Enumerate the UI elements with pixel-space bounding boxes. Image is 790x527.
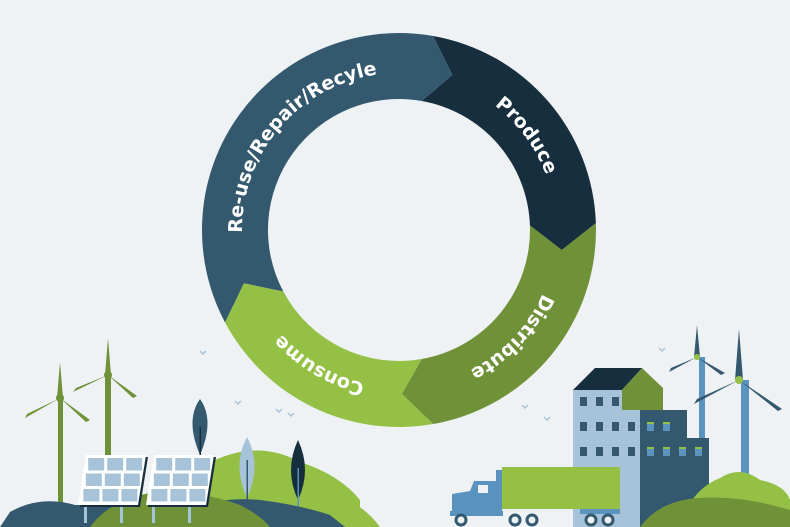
tree-light-blue [239,437,255,505]
cycle-segment-distribute [401,223,597,425]
cycle-segment-produce [421,35,596,250]
right-wind-turbine-2 [694,329,782,475]
tree-dark-blue [192,399,208,467]
delivery-truck [450,467,620,527]
solar-panel [146,455,216,523]
tree-navy [291,440,305,508]
left-wind-turbine-1 [25,362,90,508]
solar-panel [78,455,148,523]
hill [640,497,790,527]
left-wind-turbine-2 [73,338,137,500]
cycle-labels: Re-use/Repair/RecyleProduceDistributeCon… [225,58,562,400]
birds [199,347,666,422]
right-wind-turbine-1 [669,325,725,472]
cycle-segment-consume [225,283,434,428]
cycle-ring [201,32,597,428]
cycle-segment-reuse [201,32,453,323]
solar-panels [78,455,216,523]
